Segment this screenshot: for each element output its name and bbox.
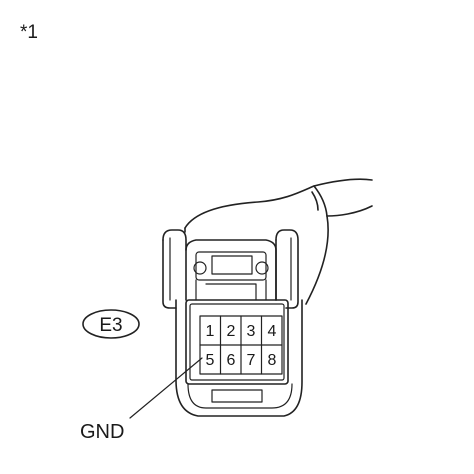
pin-5: 5 [206,352,215,369]
pin-6: 6 [227,352,236,369]
pin-8: 8 [268,352,277,369]
pin-1: 1 [206,323,215,340]
gnd-label: GND [80,421,124,443]
pin-7: 7 [247,352,256,369]
figure-marker: *1 [20,22,38,43]
connector-body [162,229,303,417]
gnd-leader-line [129,357,203,419]
connector-id-badge: E3 [82,309,140,339]
pin-2: 2 [227,323,236,340]
pin-3: 3 [247,323,256,340]
pin-4: 4 [268,323,277,340]
wire-harness [184,178,373,305]
connector-id: E3 [99,315,122,336]
